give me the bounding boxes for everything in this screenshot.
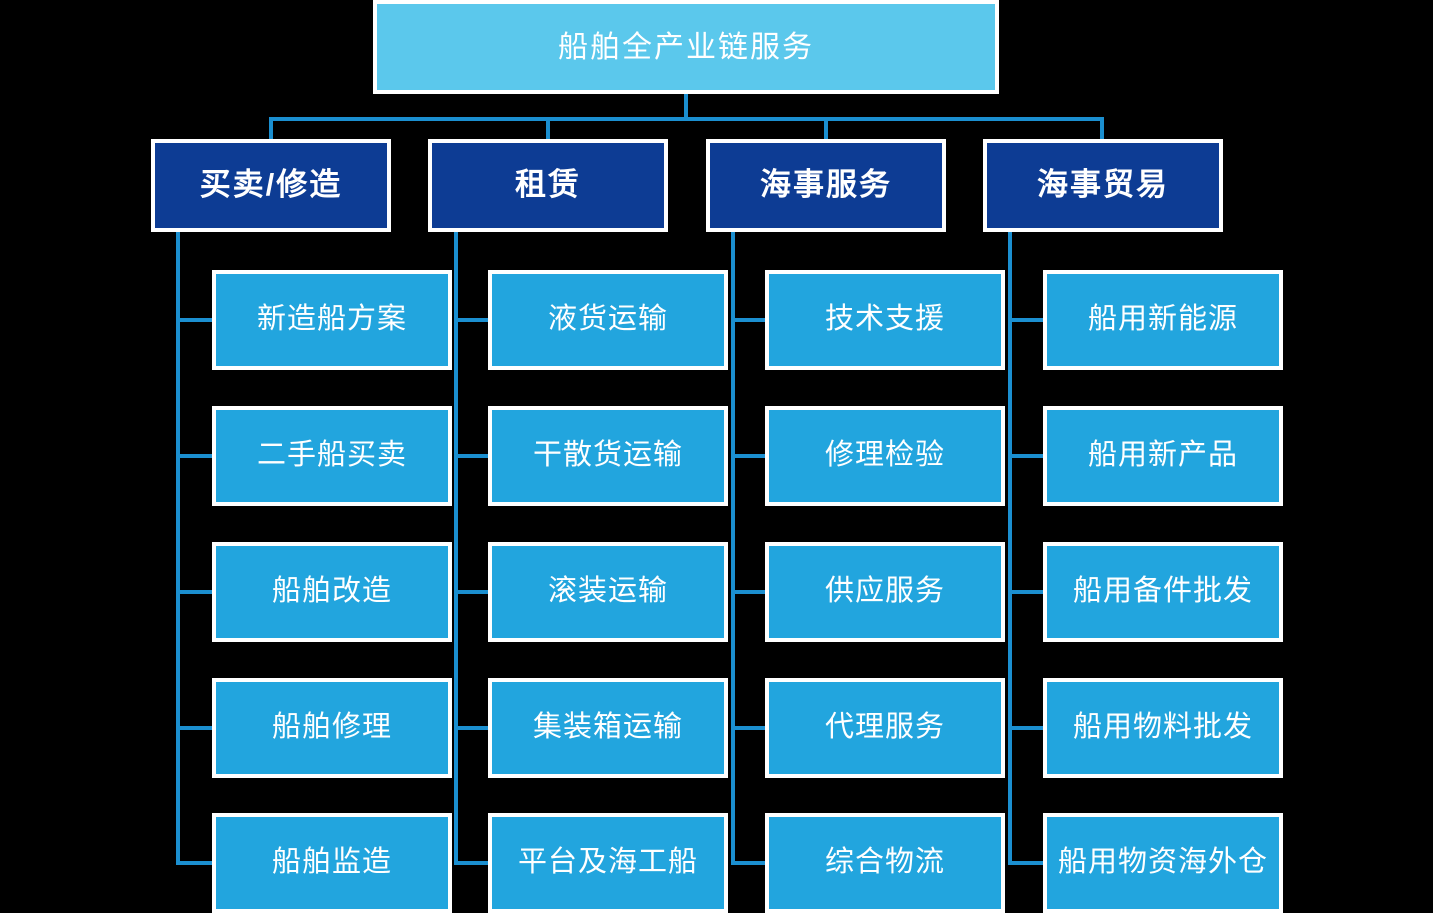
- leaf-node-2-5[interactable]: 平台及海工船: [488, 813, 728, 913]
- connector-stub-2-1: [454, 318, 490, 322]
- leaf-node-4-4[interactable]: 船用物料批发: [1043, 678, 1283, 778]
- leaf-node-3-1-label: 技术支援: [824, 303, 945, 336]
- leaf-node-4-5[interactable]: 船用物资海外仓: [1043, 813, 1283, 913]
- leaf-node-3-2[interactable]: 修理检验: [765, 406, 1005, 506]
- leaf-node-3-3[interactable]: 供应服务: [765, 542, 1005, 642]
- connector-branch-drop-3: [824, 117, 828, 142]
- leaf-node-3-3-label: 供应服务: [824, 575, 945, 608]
- leaf-node-1-1[interactable]: 新造船方案: [212, 270, 452, 370]
- leaf-node-4-5-label: 船用物资海外仓: [1057, 846, 1268, 879]
- leaf-node-1-4[interactable]: 船舶修理: [212, 678, 452, 778]
- leaf-node-4-2-label: 船用新产品: [1087, 439, 1238, 472]
- leaf-node-2-4-label: 集装箱运输: [532, 711, 683, 744]
- leaf-node-3-4[interactable]: 代理服务: [765, 678, 1005, 778]
- connector-trunk-1: [176, 232, 180, 863]
- connector-stub-2-5: [454, 861, 490, 865]
- leaf-node-2-4[interactable]: 集装箱运输: [488, 678, 728, 778]
- leaf-node-1-1-label: 新造船方案: [256, 303, 407, 336]
- leaf-node-3-4-label: 代理服务: [824, 711, 945, 744]
- leaf-node-4-3-label: 船用备件批发: [1072, 575, 1253, 608]
- connector-stub-3-4: [731, 726, 767, 730]
- leaf-node-4-3[interactable]: 船用备件批发: [1043, 542, 1283, 642]
- connector-trunk-4: [1008, 232, 1012, 863]
- leaf-node-4-2[interactable]: 船用新产品: [1043, 406, 1283, 506]
- leaf-node-2-5-label: 平台及海工船: [517, 846, 698, 879]
- branch-node-1[interactable]: 买卖/修造: [151, 139, 391, 232]
- connector-stub-1-2: [176, 454, 214, 458]
- connector-stub-4-1: [1008, 318, 1045, 322]
- connector-branch-drop-1: [269, 117, 273, 142]
- leaf-node-1-2-label: 二手船买卖: [256, 439, 407, 472]
- leaf-node-2-3[interactable]: 滚装运输: [488, 542, 728, 642]
- leaf-node-2-1[interactable]: 液货运输: [488, 270, 728, 370]
- root-node-label: 船舶全产业链服务: [558, 30, 814, 64]
- leaf-node-1-5-label: 船舶监造: [271, 846, 392, 879]
- leaf-node-1-3[interactable]: 船舶改造: [212, 542, 452, 642]
- connector-stub-2-2: [454, 454, 490, 458]
- leaf-node-4-1-label: 船用新能源: [1087, 303, 1238, 336]
- leaf-node-3-5-label: 综合物流: [824, 846, 945, 879]
- branch-node-2-label: 租赁: [515, 167, 581, 203]
- branch-node-2[interactable]: 租赁: [428, 139, 668, 232]
- connector-branch-drop-4: [1100, 117, 1104, 142]
- connector-stub-1-5: [176, 861, 214, 865]
- leaf-node-3-2-label: 修理检验: [824, 439, 945, 472]
- connector-stub-3-1: [731, 318, 767, 322]
- connector-stub-4-3: [1008, 590, 1045, 594]
- connector-stub-1-3: [176, 590, 214, 594]
- connector-trunk-2: [454, 232, 458, 863]
- branch-node-3[interactable]: 海事服务: [706, 139, 946, 232]
- leaf-node-4-1[interactable]: 船用新能源: [1043, 270, 1283, 370]
- leaf-node-4-4-label: 船用物料批发: [1072, 711, 1253, 744]
- root-node[interactable]: 船舶全产业链服务: [373, 0, 999, 94]
- branch-node-3-label: 海事服务: [760, 167, 892, 203]
- connector-stub-2-3: [454, 590, 490, 594]
- connector-stub-1-4: [176, 726, 214, 730]
- connector-stub-4-5: [1008, 861, 1045, 865]
- connector-stub-4-2: [1008, 454, 1045, 458]
- branch-node-4-label: 海事贸易: [1037, 167, 1169, 203]
- connector-stub-2-4: [454, 726, 490, 730]
- branch-node-4[interactable]: 海事贸易: [983, 139, 1223, 232]
- leaf-node-2-2-label: 干散货运输: [532, 439, 683, 472]
- connector-root-stem: [684, 94, 688, 119]
- leaf-node-2-1-label: 液货运输: [547, 303, 668, 336]
- leaf-node-2-3-label: 滚装运输: [547, 575, 668, 608]
- connector-stub-3-3: [731, 590, 767, 594]
- leaf-node-3-1[interactable]: 技术支援: [765, 270, 1005, 370]
- connector-stub-1-1: [176, 318, 214, 322]
- connector-stub-3-2: [731, 454, 767, 458]
- leaf-node-1-3-label: 船舶改造: [271, 575, 392, 608]
- connector-stub-4-4: [1008, 726, 1045, 730]
- connector-root-bus: [271, 117, 1104, 121]
- leaf-node-1-5[interactable]: 船舶监造: [212, 813, 452, 913]
- leaf-node-2-2[interactable]: 干散货运输: [488, 406, 728, 506]
- connector-trunk-3: [731, 232, 735, 863]
- leaf-node-1-4-label: 船舶修理: [271, 711, 392, 744]
- leaf-node-3-5[interactable]: 综合物流: [765, 813, 1005, 913]
- leaf-node-1-2[interactable]: 二手船买卖: [212, 406, 452, 506]
- connector-branch-drop-2: [546, 117, 550, 142]
- connector-stub-3-5: [731, 861, 767, 865]
- branch-node-1-label: 买卖/修造: [199, 167, 343, 203]
